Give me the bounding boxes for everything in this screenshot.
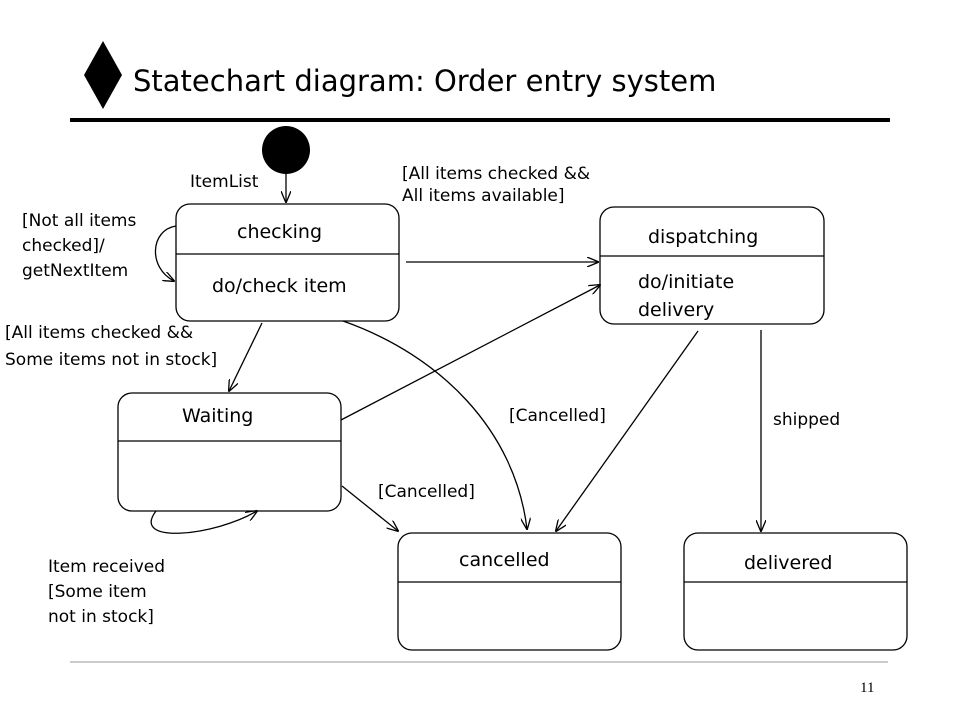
label-self-waiting-1: Item received: [48, 557, 165, 577]
label-to-dispatching-1: [All items checked &&: [402, 164, 590, 184]
label-to-waiting-2: Some items not in stock]: [5, 350, 217, 370]
state-dispatching-activity-line1: do/initiate: [638, 271, 734, 293]
state-dispatching-name: dispatching: [648, 226, 758, 248]
label-self-waiting-3: not in stock]: [48, 607, 154, 627]
transition-waiting-cancelled: [341, 485, 398, 531]
diamond-bullet-icon: [84, 41, 122, 109]
label-self-checking-3: getNextItem: [22, 261, 128, 281]
state-dispatching-activity-line2: delivery: [638, 299, 714, 321]
page-number: 11: [860, 680, 874, 696]
transition-waiting-dispatching: [340, 285, 600, 421]
state-cancelled-name: cancelled: [459, 549, 550, 571]
state-delivered: delivered: [683, 532, 908, 651]
label-self-checking-1: [Not all items: [22, 211, 136, 231]
state-checking-name: checking: [237, 221, 322, 243]
label-waiting-cancelled: [Cancelled]: [378, 482, 475, 502]
title-rule: [70, 118, 890, 122]
label-self-waiting-2: [Some item: [48, 582, 147, 602]
transition-dispatching-cancelled: [556, 330, 699, 531]
transition-checking-cancelled: [342, 320, 527, 529]
state-dispatching: dispatching do/initiate delivery: [599, 206, 825, 325]
transition-checking-self: [154, 225, 176, 281]
transition-checking-waiting: [229, 322, 263, 391]
transition-waiting-self: [150, 511, 257, 534]
label-to-dispatching-2: All items available]: [402, 186, 565, 206]
slide-title: Statechart diagram: Order entry system: [133, 64, 716, 98]
itemlist-label: ItemList: [190, 172, 259, 192]
state-checking-activity: do/check item: [212, 275, 347, 297]
state-cancelled: cancelled: [397, 532, 622, 651]
label-shipped: shipped: [773, 410, 840, 430]
state-waiting: Waiting: [117, 392, 342, 512]
initial-state: [262, 126, 310, 174]
label-to-waiting-1: [All items checked &&: [5, 323, 193, 343]
label-self-checking-2: checked]/: [22, 236, 105, 256]
state-checking: checking do/check item: [175, 203, 400, 322]
label-dispatch-cancelled: [Cancelled]: [509, 406, 606, 426]
state-waiting-name: Waiting: [182, 405, 253, 427]
state-delivered-name: delivered: [744, 552, 832, 574]
